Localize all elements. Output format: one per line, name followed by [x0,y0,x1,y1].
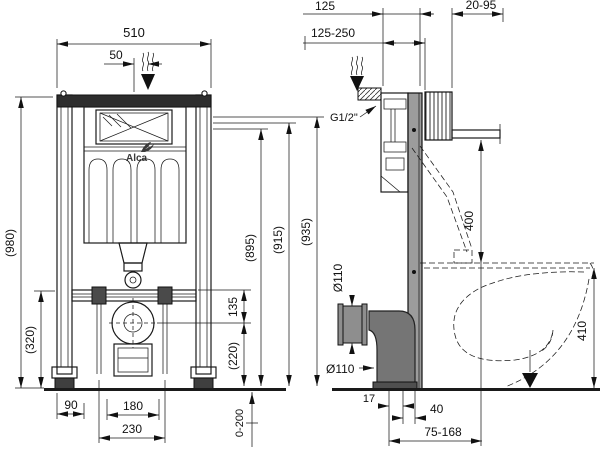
flush-bend [118,242,148,289]
svg-text:(980): (980) [3,229,17,257]
dim-410: 410 [575,268,597,388]
rod-nut-left [91,286,107,305]
water-inlet-icon-side [350,55,364,91]
swan-icon [141,142,154,152]
dim-17: 17 [363,393,414,409]
svg-text:90: 90 [64,398,78,412]
dim-980: (980) [3,96,53,389]
svg-text:(320): (320) [23,326,37,354]
svg-text:0-200: 0-200 [234,409,246,437]
svg-text:(220): (220) [226,342,240,370]
svg-text:75-168: 75-168 [424,425,462,439]
dim-125-250: 125-250 [303,26,425,46]
svg-text:20-95: 20-95 [466,0,497,12]
crossbar [71,289,197,302]
outlet-axis-marker [522,373,538,388]
side-view [332,55,600,391]
dim-510: 510 [56,25,212,88]
brand-logo: Alca [126,142,154,164]
svg-text:(895): (895) [243,234,257,262]
svg-text:230: 230 [122,422,142,436]
dim-915: (915) [213,122,296,386]
brand-logo-text: Alca [126,153,148,164]
dim-40: 40 [392,402,444,421]
drain-socket [109,298,157,377]
svg-text:17: 17 [363,393,375,405]
dim-895: (895) [213,128,268,386]
svg-text:Ø110: Ø110 [331,263,345,292]
rod-nut-right [157,286,173,305]
hanger-hook-right [201,90,208,97]
svg-text:Ø110: Ø110 [326,362,355,376]
front-view: Alca [44,51,286,391]
top-rail [56,94,212,108]
dim-90: 90 [56,393,85,419]
svg-text:50: 50 [109,48,123,62]
wall-bracket [424,91,501,144]
inlet-nipple [357,87,382,101]
adjustable-feet [51,366,217,390]
dim-230: 230 [98,380,166,443]
svg-text:400: 400 [462,211,476,231]
cistern-channels [88,158,180,243]
rail-bolt-top [412,128,416,132]
hanger-hook-left [60,90,67,97]
bowl-outline [420,262,594,388]
front-dimensions: 510 50 (980) (320) 135 [3,25,324,447]
svg-text:(915): (915) [271,226,285,254]
flush-plate-opening [95,109,173,145]
label-dia110-elbow: Ø110 [326,362,374,376]
svg-text:510: 510 [123,25,145,40]
flush-tube [411,145,473,264]
connection-sleeve [337,303,368,346]
svg-text:180: 180 [123,399,143,413]
svg-text:135: 135 [226,297,240,317]
dim-220: (220) [226,323,247,386]
rail-bolt-bottom [412,270,416,274]
svg-text:(935): (935) [299,218,313,246]
dim-125: 125 [303,0,434,17]
dim-320: (320) [23,290,55,388]
dim-935: (935) [213,116,324,386]
svg-text:125: 125 [315,0,335,13]
svg-text:125-250: 125-250 [311,26,355,40]
side-dimensions: 125 20-95 125-250 G1/2" Ø110 Ø110 [303,0,597,446]
label-inlet-thread: G1/2" [330,105,377,124]
fill-valve-detail [380,98,407,193]
dim-50: 50 [104,48,162,92]
dim-20-95: 20-95 [452,0,503,17]
dim-400: 400 [462,140,484,446]
dim-75-168: 75-168 [389,425,482,444]
svg-text:G1/2": G1/2" [330,112,358,124]
dim-135: 135 [157,289,251,324]
threaded-rods [96,304,168,374]
dim-180: 180 [106,399,160,420]
svg-text:410: 410 [575,321,589,341]
dim-dia110-sleeve: Ø110 [331,263,355,354]
dim-0-200: 0-200 [234,392,258,447]
svg-text:40: 40 [430,402,444,416]
